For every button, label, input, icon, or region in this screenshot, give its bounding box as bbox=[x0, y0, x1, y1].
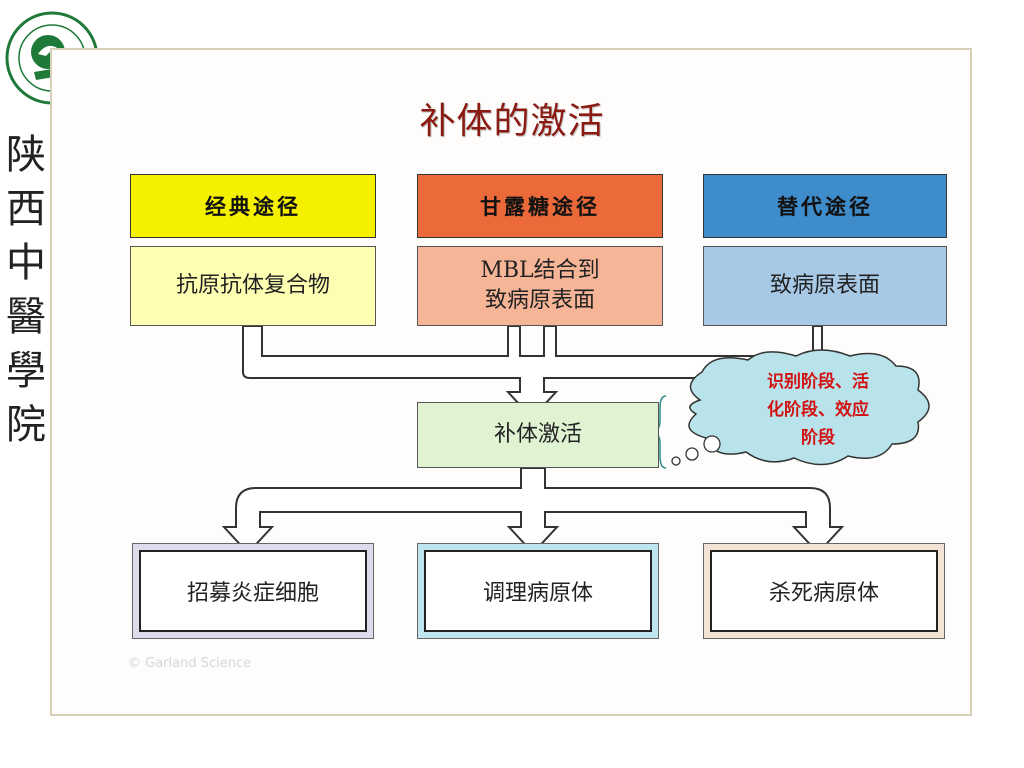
school-char: 院 bbox=[6, 402, 46, 448]
trigger-mbl-binding: MBL结合到 致病原表面 bbox=[417, 246, 663, 326]
header-alternative-pathway: 替代途径 bbox=[703, 174, 947, 238]
outcome-frame-recruit: 招募炎症细胞 bbox=[132, 543, 374, 639]
outcome-recruit-inflammatory-cells: 招募炎症细胞 bbox=[139, 550, 367, 632]
slide-title: 补体的激活 bbox=[419, 101, 605, 142]
cloud-text: 识别阶段、活 化阶段、效应 阶段 bbox=[726, 368, 910, 452]
school-char: 學 bbox=[6, 348, 46, 394]
copyright-text: © Garland Science bbox=[128, 656, 252, 671]
trigger-pathogen-surface: 致病原表面 bbox=[703, 246, 947, 326]
complement-activation-box: 补体激活 bbox=[417, 402, 659, 468]
trigger-line: MBL结合到 bbox=[480, 258, 600, 283]
outcome-frame-opsonize: 调理病原体 bbox=[417, 543, 659, 639]
cloud-line: 阶段 bbox=[801, 428, 835, 448]
trigger-antigen-antibody: 抗原抗体复合物 bbox=[130, 246, 376, 326]
school-char: 中 bbox=[6, 240, 46, 286]
school-char: 西 bbox=[6, 186, 46, 232]
merge-connector bbox=[242, 325, 823, 420]
header-lectin-pathway: 甘露糖途径 bbox=[417, 174, 663, 238]
school-char: 陕 bbox=[6, 132, 46, 178]
outcome-frame-kill: 杀死病原体 bbox=[703, 543, 945, 639]
outcome-kill-pathogen: 杀死病原体 bbox=[710, 550, 938, 632]
school-char: 醫 bbox=[6, 294, 46, 340]
outcome-opsonize-pathogen: 调理病原体 bbox=[424, 550, 652, 632]
thought-cloud bbox=[671, 349, 930, 466]
vertical-school-name: 陕 西 中 醫 學 院 bbox=[4, 128, 48, 452]
cloud-line: 化阶段、效应 bbox=[767, 400, 869, 420]
header-classical-pathway: 经典途径 bbox=[130, 174, 376, 238]
trigger-line: 致病原表面 bbox=[484, 288, 595, 313]
cloud-line: 识别阶段、活 bbox=[767, 372, 869, 392]
split-connector bbox=[221, 467, 845, 555]
